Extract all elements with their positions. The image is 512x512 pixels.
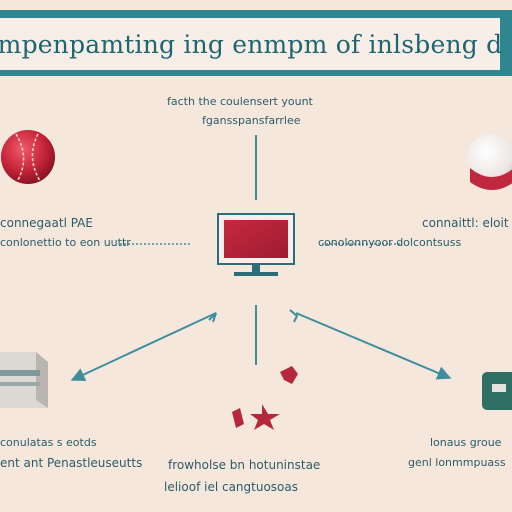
center-top-label-2: fgansspansfarrlee	[202, 114, 301, 127]
bottom-center-label-2: lelioof iel cangtuosoas	[164, 480, 298, 494]
right-label-2: conolonnyoor dolcontsuss	[318, 236, 462, 249]
title-banner: mpenpamting ing enmpm of inlsbeng d	[0, 10, 512, 76]
connector-lines	[70, 135, 452, 382]
storage-box-icon	[0, 352, 48, 408]
arrow-tip-left	[208, 312, 217, 323]
arrow-bottom-left	[70, 312, 217, 382]
bottom-left-label-2: ent ant Penastleuseutts	[0, 456, 143, 470]
left-label-1: connegaatl PAE	[0, 216, 93, 230]
bottom-center-label-1: frowholse bn hotuninstae	[168, 458, 321, 472]
white-ball-icon	[466, 134, 512, 190]
page-title: mpenpamting ing enmpm of inlsbeng d	[0, 29, 503, 59]
bottom-right-label-1: lonaus groue	[430, 436, 502, 449]
bottom-right-label-2: genl lonmmpuass	[408, 456, 506, 469]
monitor-icon	[217, 213, 295, 276]
red-mark-icon	[232, 366, 298, 430]
red-ball-icon	[1, 130, 55, 184]
arrow-tip-right	[289, 309, 299, 323]
title-panel: mpenpamting ing enmpm of inlsbeng d	[0, 18, 503, 70]
device-icon	[482, 372, 512, 410]
bottom-left-label-1: conulatas s eotds	[0, 436, 97, 449]
arrow-bottom-right	[295, 312, 452, 380]
left-label-2: conlonettio to eon uuttr	[0, 236, 131, 249]
center-top-label-1: facth the coulensert yount	[167, 95, 313, 108]
right-label-1: connaittl: eloit	[422, 216, 509, 230]
